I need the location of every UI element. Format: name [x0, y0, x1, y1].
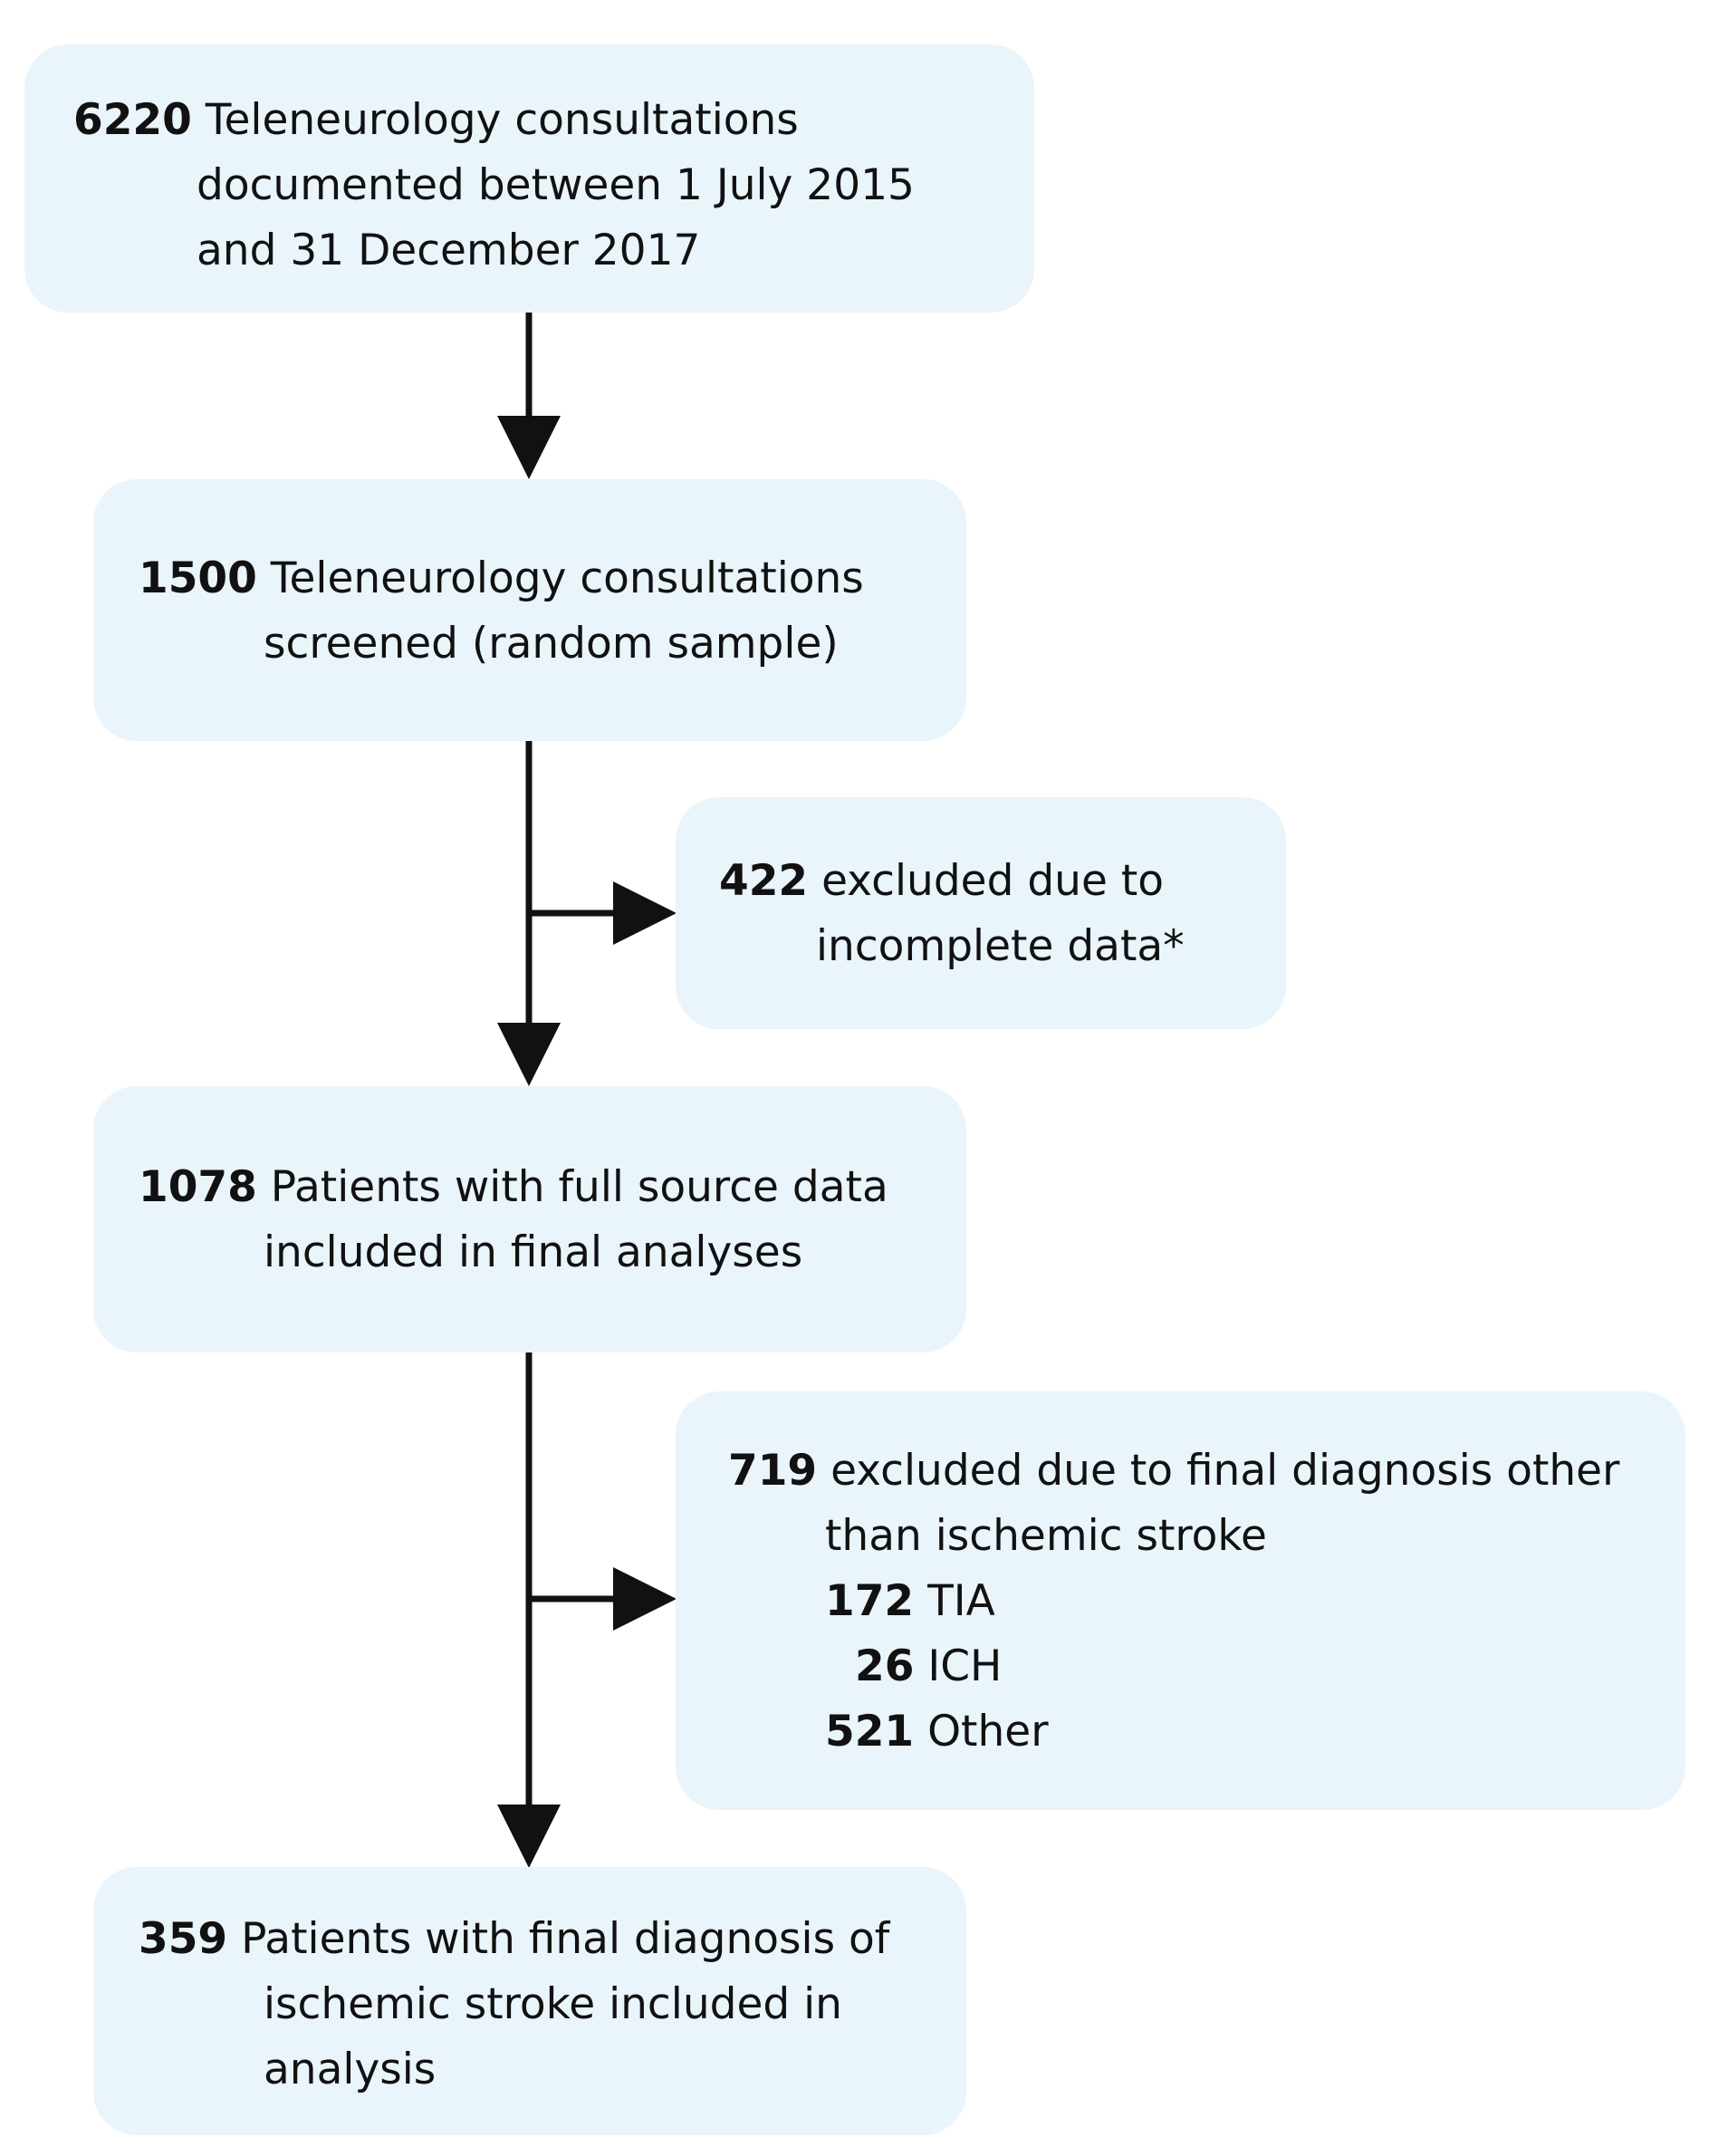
box-text-line: analysis	[264, 2045, 437, 2094]
box-text-line: Patients with final diagnosis of	[241, 1914, 890, 1964]
breakdown-label: TIA	[927, 1576, 995, 1626]
box-text-line: excluded due to final diagnosis other	[830, 1446, 1620, 1496]
box-text-line: included in final analyses	[264, 1227, 803, 1277]
count-value: 359	[139, 1914, 228, 1964]
box-text-line: incomplete data*	[816, 921, 1185, 971]
box-excluded-incomplete: 422 excluded due to incomplete data*	[676, 797, 1286, 1029]
count-value: 1078	[139, 1162, 257, 1212]
breakdown-label: ICH	[927, 1641, 1003, 1691]
breakdown-count: 26	[855, 1641, 915, 1691]
box-text-line: ischemic stroke included in	[264, 1979, 842, 2029]
breakdown-item-tia: 172 TIA	[825, 1569, 995, 1634]
box-excluded-diagnosis: 719 excluded due to final diagnosis othe…	[676, 1391, 1685, 1810]
box-text-line: than ischemic stroke	[825, 1511, 1267, 1561]
breakdown-label: Other	[927, 1707, 1049, 1757]
box-text-line: Teleneurology consultations	[205, 95, 799, 145]
box-total-consultations: 6220 Teleneurology consultations documen…	[24, 44, 1034, 313]
count-value: 422	[719, 856, 809, 906]
box-ischemic-stroke-included: 359 Patients with final diagnosis of isc…	[93, 1867, 966, 2135]
box-full-source-data: 1078 Patients with full source data incl…	[93, 1086, 966, 1352]
box-text-line: and 31 December 2017	[197, 226, 701, 275]
box-text-line: excluded due to	[821, 856, 1165, 906]
breakdown-count: 521	[825, 1707, 915, 1757]
breakdown-item-ich: 26 ICH	[855, 1634, 1002, 1699]
box-text-line: screened (random sample)	[264, 619, 839, 669]
breakdown-count: 172	[825, 1576, 915, 1626]
box-text-line: Patients with full source data	[270, 1162, 888, 1212]
breakdown-item-other: 521 Other	[825, 1699, 1049, 1765]
count-value: 6220	[73, 95, 192, 145]
count-value: 719	[728, 1446, 818, 1496]
box-screened: 1500 Teleneurology consultations screene…	[93, 479, 966, 741]
count-value: 1500	[139, 553, 257, 603]
box-text-line: Teleneurology consultations	[270, 553, 864, 603]
box-text-line: documented between 1 July 2015	[197, 160, 915, 210]
